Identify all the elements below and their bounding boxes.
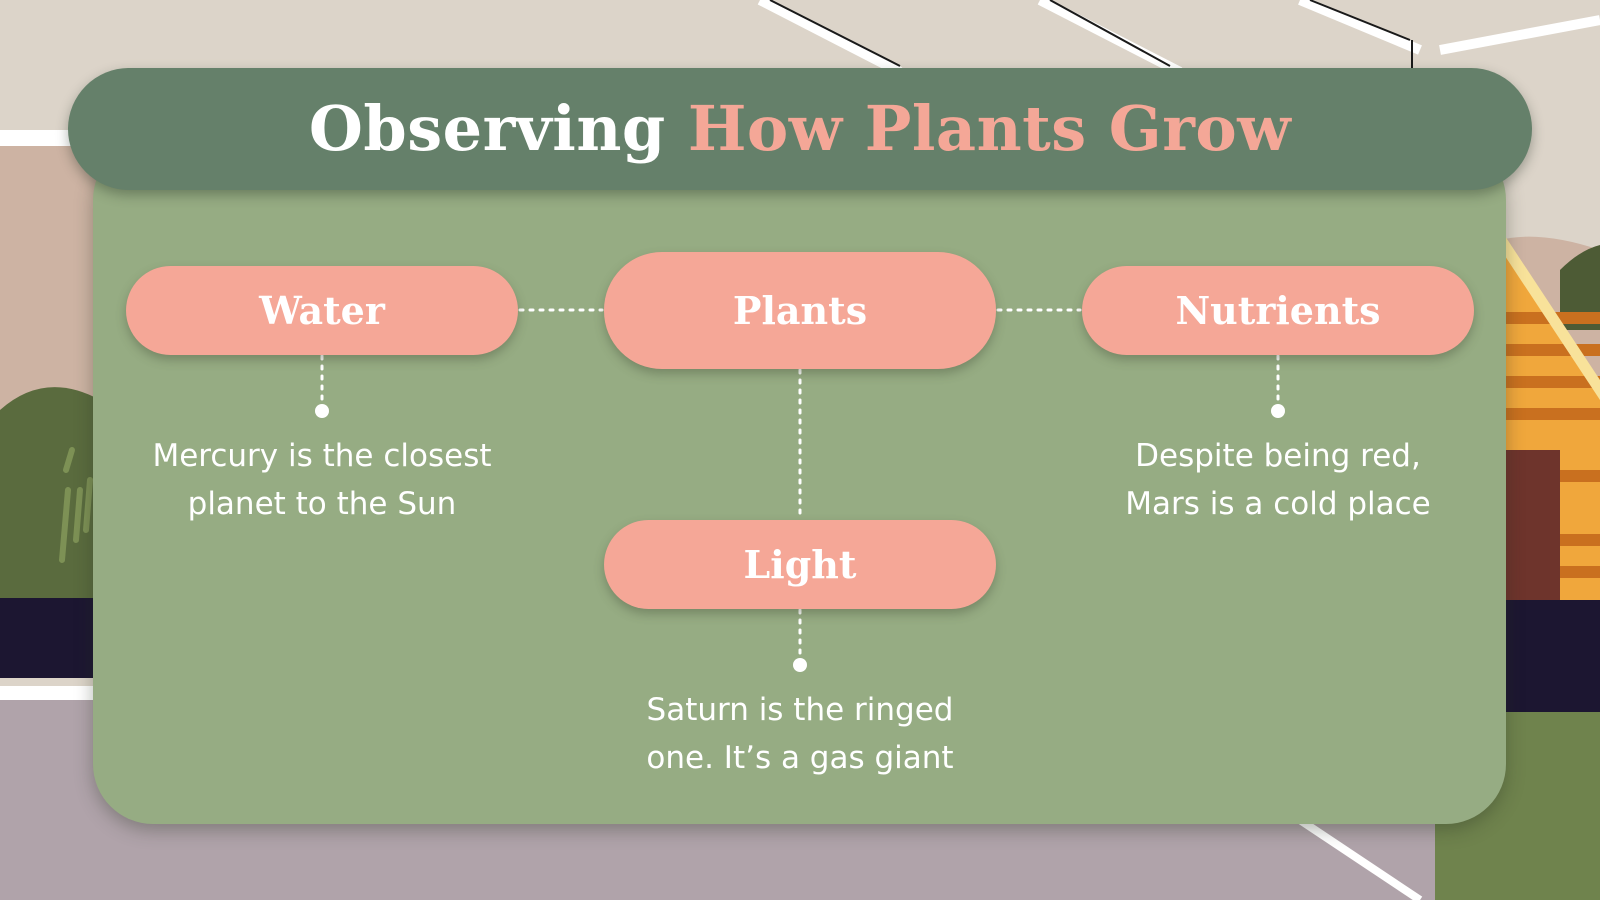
dot-light (793, 658, 807, 672)
floor-lines (1297, 816, 1423, 900)
shed-door (1505, 450, 1560, 600)
page-title: Observing How Plants Grow (309, 98, 1291, 160)
description-nutrients-line-1: Despite being red, (1135, 438, 1421, 474)
bush-strokes (59, 447, 93, 563)
dot-water (315, 404, 329, 418)
roof-beams (757, 0, 1600, 77)
description-nutrients: Despite being red, Mars is a cold place (1068, 432, 1488, 528)
right-dark-strip (1500, 600, 1600, 712)
description-water: Mercury is the closest planet to the Sun (112, 432, 532, 528)
description-water-line-2: planet to the Sun (187, 486, 457, 522)
shed-roof (1505, 236, 1600, 400)
node-nutrients: Nutrients (1082, 266, 1474, 355)
description-nutrients-line-2: Mars is a cold place (1125, 486, 1431, 522)
left-dark-strip (0, 598, 100, 678)
description-light-line-1: Saturn is the ringed (646, 692, 954, 728)
title-bar: Observing How Plants Grow (68, 68, 1532, 190)
description-water-line-1: Mercury is the closest (152, 438, 492, 474)
dot-nutrients (1271, 404, 1285, 418)
node-light: Light (604, 520, 996, 609)
title-part-white: Observing (308, 92, 666, 165)
description-light: Saturn is the ringed one. It’s a gas gia… (590, 686, 1010, 782)
node-water: Water (126, 266, 518, 355)
title-part-highlight: How Plants Grow (687, 92, 1292, 165)
description-light-line-2: one. It’s a gas giant (646, 740, 954, 776)
node-plants: Plants (604, 252, 996, 369)
left-sill (0, 686, 100, 700)
left-bush (0, 387, 100, 600)
right-hill (1560, 245, 1600, 330)
